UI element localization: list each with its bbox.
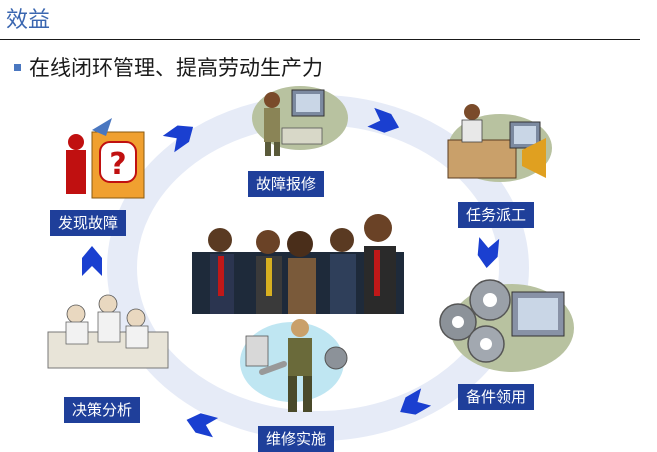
team-illustration <box>192 214 404 314</box>
step-label-fault-found: 发现故障 <box>50 210 127 236</box>
bullet-icon <box>14 63 21 71</box>
step-label-task-dispatch: 任务派工 <box>458 202 535 228</box>
arrow-icon <box>477 237 500 268</box>
step-label-spare-parts: 备件领用 <box>458 384 535 410</box>
svg-text:?: ? <box>109 147 126 182</box>
step-label-fault-report: 故障报修 <box>248 171 325 197</box>
arrow-icon <box>186 413 219 438</box>
slide-title: 效益 <box>6 8 51 33</box>
subtitle-text: 在线闭环管理、提高劳动生产力 <box>29 56 323 80</box>
arrow-icon <box>367 107 400 133</box>
meeting-illustration <box>47 294 169 369</box>
step-label-decision: 决策分析 <box>64 397 141 423</box>
dispatcher-illustration <box>447 104 552 182</box>
gears-illustration <box>439 279 574 372</box>
mechanic-illustration <box>240 319 348 412</box>
title-rule <box>0 39 640 40</box>
arrow-icon <box>82 246 102 276</box>
subtitle: 在线闭环管理、提高劳动生产力 <box>14 52 323 82</box>
repair-worker-illustration <box>252 86 348 156</box>
arrow-icon <box>400 388 432 415</box>
question-illustration: ? <box>66 118 145 199</box>
arrow-icon <box>162 125 194 153</box>
step-label-repair: 维修实施 <box>258 426 335 452</box>
